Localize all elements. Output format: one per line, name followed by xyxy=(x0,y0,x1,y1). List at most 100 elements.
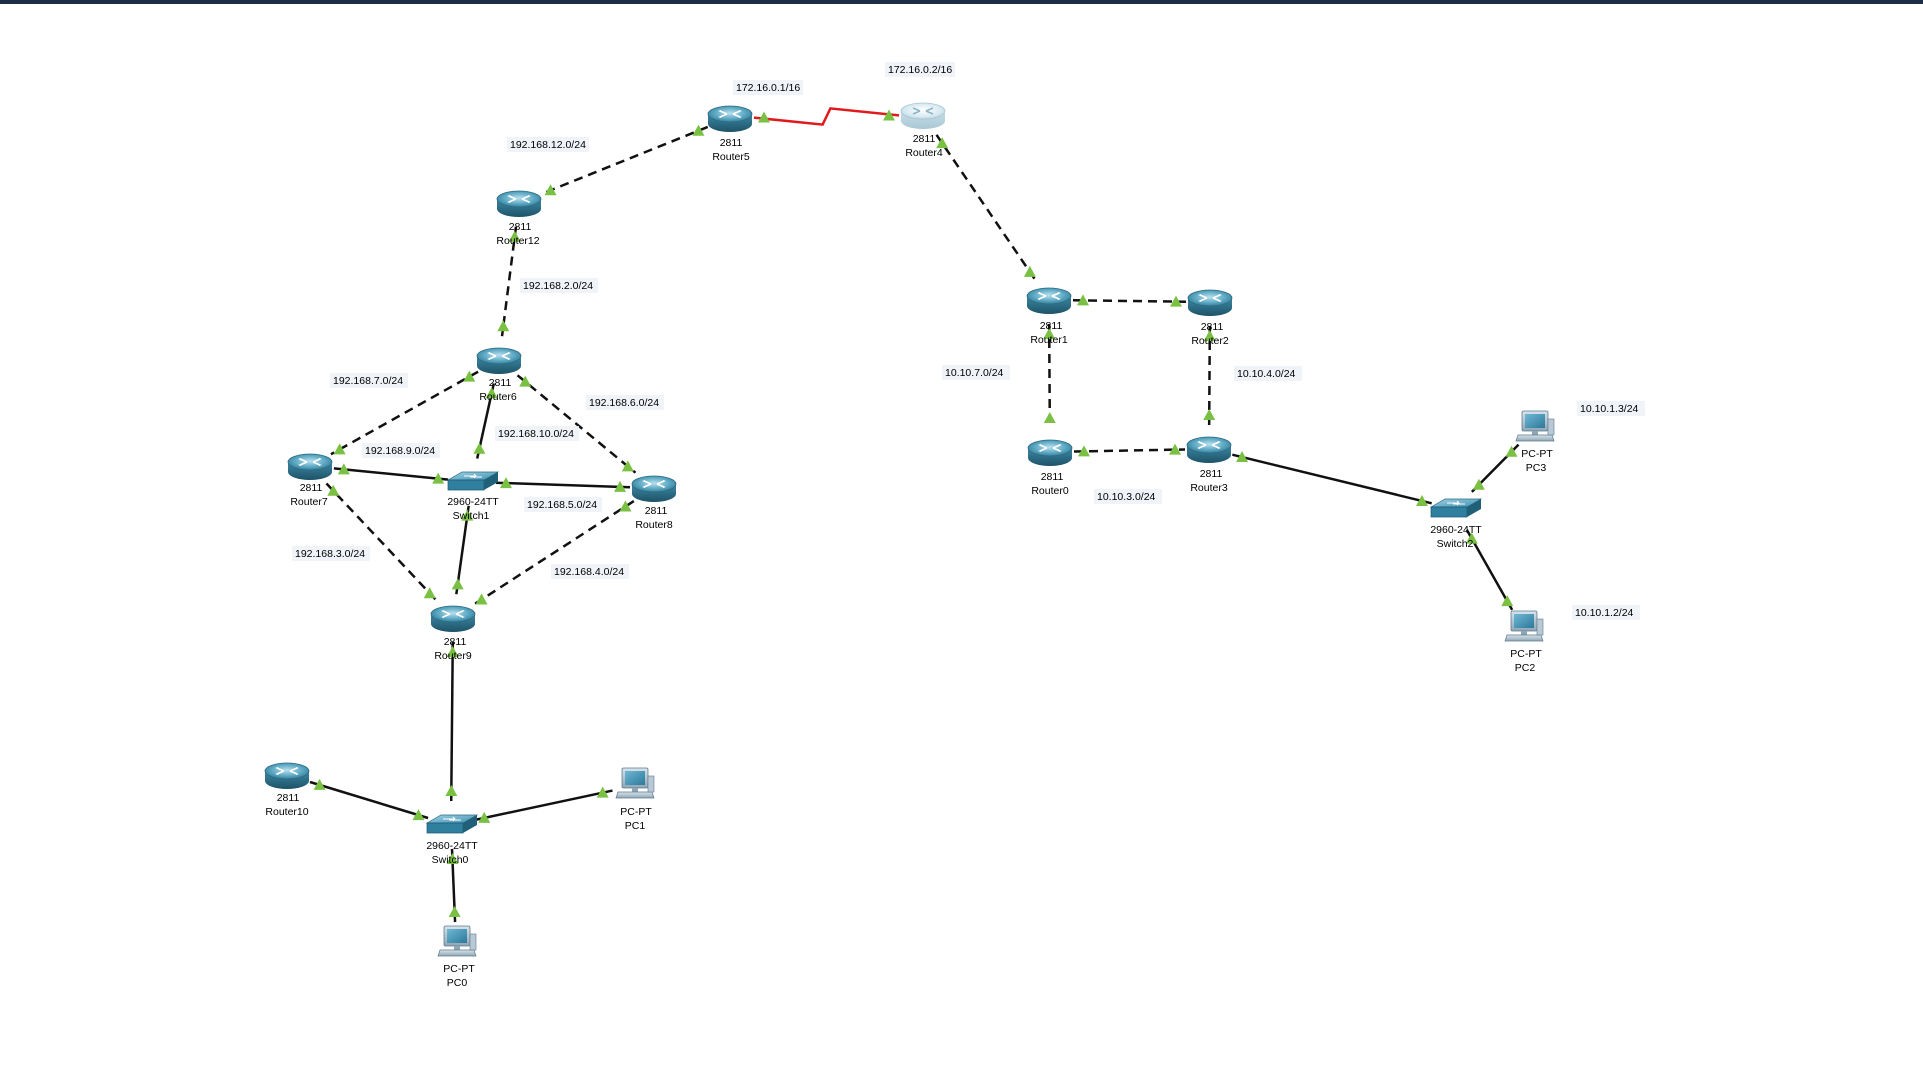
port-up-icon xyxy=(1203,329,1216,341)
network-label-192-168-4[interactable]: 192.168.4.0/24 xyxy=(551,564,629,579)
device-router3[interactable]: 2811 Router3 xyxy=(1186,436,1232,494)
port-up-icon xyxy=(508,230,521,242)
device-router8[interactable]: 2811 Router8 xyxy=(631,475,677,531)
port-up-icon xyxy=(1465,532,1478,544)
network-label-192-168-5[interactable]: 192.168.5.0/24 xyxy=(524,497,602,512)
router-icon xyxy=(1027,439,1073,467)
svg-text:192.168.10.0/24: 192.168.10.0/24 xyxy=(498,428,574,440)
svg-text:10.10.3.0/24: 10.10.3.0/24 xyxy=(1097,491,1156,503)
device-pc2[interactable]: PC-PT PC2 xyxy=(1504,610,1544,674)
network-labels: 172.16.0.1/16 172.16.0.2/16 192.168.12.0… xyxy=(292,62,1645,620)
svg-text:192.168.2.0/24: 192.168.2.0/24 xyxy=(523,280,593,292)
device-router0[interactable]: 2811 Router0 xyxy=(1027,439,1073,497)
link-r7-r9[interactable] xyxy=(325,482,438,602)
port-up-icon xyxy=(519,375,532,387)
link-r0-r3[interactable] xyxy=(1073,448,1186,453)
device-router1[interactable]: 2811 Router1 xyxy=(1026,287,1072,346)
port-up-icon xyxy=(619,500,632,512)
network-label-192-168-7[interactable]: 192.168.7.0/24 xyxy=(330,373,408,388)
network-label-192-168-10[interactable]: 192.168.10.0/24 xyxy=(495,426,579,441)
port-up-icon xyxy=(1236,451,1249,463)
svg-text:192.168.5.0/24: 192.168.5.0/24 xyxy=(527,499,597,511)
link-r4-r1[interactable] xyxy=(935,134,1037,281)
link-r2-r3[interactable] xyxy=(1207,325,1212,426)
port-up-icon xyxy=(432,472,445,484)
network-label-192-168-3[interactable]: 192.168.3.0/24 xyxy=(292,546,370,561)
device-model: 2960-24TT xyxy=(1430,524,1482,536)
port-up-icon xyxy=(485,387,498,399)
device-model: 2811 xyxy=(913,133,936,145)
device-router2[interactable]: 2811 Router2 xyxy=(1187,289,1233,347)
link-r5-r4[interactable] xyxy=(753,107,900,126)
port-up-icon xyxy=(337,463,350,475)
link-r9-s0[interactable] xyxy=(449,641,455,802)
device-router12[interactable]: 2811 Router12 xyxy=(496,190,542,247)
network-label-172-16-0-2[interactable]: 172.16.0.2/16 xyxy=(885,62,955,77)
link-r3-s2[interactable] xyxy=(1232,453,1432,505)
device-name: PC2 xyxy=(1515,662,1536,674)
link-r7-s1[interactable] xyxy=(333,467,449,481)
network-label-10-10-1-2[interactable]: 10.10.1.2/24 xyxy=(1572,605,1640,620)
device-model: 2811 xyxy=(300,482,323,494)
link-r6-r7[interactable] xyxy=(330,370,479,456)
device-router5[interactable]: 2811 Router5 xyxy=(707,105,753,163)
device-model: PC-PT xyxy=(1521,448,1553,460)
device-pc1[interactable]: PC-PT PC1 xyxy=(615,767,655,832)
device-name: Router3 xyxy=(1190,482,1228,494)
link-r1-r0[interactable] xyxy=(1047,323,1052,429)
router-icon xyxy=(900,102,946,130)
port-up-icon xyxy=(1472,478,1485,490)
device-switch1[interactable]: 2960-24TT Switch1 xyxy=(447,471,499,522)
device-router7[interactable]: 2811 Router7 xyxy=(287,453,333,508)
network-label-10-10-4[interactable]: 10.10.4.0/24 xyxy=(1234,366,1302,381)
device-switch2[interactable]: 2960-24TT Switch2 xyxy=(1430,498,1482,550)
link-pc1-s0[interactable] xyxy=(474,789,613,822)
network-label-10-10-3[interactable]: 10.10.3.0/24 xyxy=(1094,489,1162,504)
port-up-icon xyxy=(412,809,425,821)
device-name: Switch1 xyxy=(453,510,490,522)
device-name: Router5 xyxy=(712,151,750,163)
device-router4[interactable]: 2811 Router4 xyxy=(900,102,946,159)
link-r6-r8[interactable] xyxy=(516,374,637,474)
router-icon xyxy=(1187,289,1233,317)
svg-text:192.168.4.0/24: 192.168.4.0/24 xyxy=(554,566,624,578)
device-router6[interactable]: 2811 Router6 xyxy=(476,347,522,403)
device-model: 2960-24TT xyxy=(426,840,478,852)
port-up-icon xyxy=(883,109,896,121)
network-label-192-168-9[interactable]: 192.168.9.0/24 xyxy=(362,443,440,458)
link-r8-r9[interactable] xyxy=(472,499,635,607)
network-label-172-16-0-1[interactable]: 172.16.0.1/16 xyxy=(733,80,803,95)
network-label-10-10-7[interactable]: 10.10.7.0/24 xyxy=(942,365,1010,380)
link-r10-s0[interactable] xyxy=(309,780,429,820)
device-router10[interactable]: 2811 Router10 xyxy=(264,762,310,818)
port-up-icon xyxy=(757,111,770,123)
link-r1-r2[interactable] xyxy=(1072,299,1187,303)
port-up-icon xyxy=(1076,294,1089,306)
switch-icon xyxy=(426,814,478,834)
device-model: 2960-24TT xyxy=(447,496,499,508)
port-up-icon xyxy=(1415,494,1428,506)
device-switch0[interactable]: 2960-24TT Switch0 xyxy=(426,814,478,866)
port-up-icon xyxy=(596,786,609,798)
device-router9[interactable]: 2811 Router9 xyxy=(430,605,476,662)
network-label-192-168-2[interactable]: 192.168.2.0/24 xyxy=(520,278,598,293)
port-up-icon xyxy=(499,477,512,489)
network-label-10-10-1-3[interactable]: 10.10.1.3/24 xyxy=(1577,401,1645,416)
network-label-192-168-6[interactable]: 192.168.6.0/24 xyxy=(586,395,664,410)
link-r12-r6[interactable] xyxy=(500,226,518,337)
device-name: Router0 xyxy=(1031,485,1069,497)
port-up-icon xyxy=(1501,595,1514,607)
port-up-icon xyxy=(423,587,436,599)
router-icon xyxy=(287,453,333,481)
port-up-icon xyxy=(614,480,627,492)
devices-layer: 2811 Router5 2811 Router4 2811 Router12 … xyxy=(264,102,1555,989)
network-label-192-168-12[interactable]: 192.168.12.0/24 xyxy=(507,137,589,152)
switch-icon xyxy=(447,471,499,491)
port-up-icon xyxy=(478,811,491,823)
device-pc3[interactable]: PC-PT PC3 xyxy=(1515,410,1555,474)
link-s1-r8[interactable] xyxy=(495,481,631,489)
svg-text:192.168.6.0/24: 192.168.6.0/24 xyxy=(589,397,659,409)
device-pc0[interactable]: PC-PT PC0 xyxy=(437,925,477,989)
device-model: 2811 xyxy=(1201,321,1224,333)
